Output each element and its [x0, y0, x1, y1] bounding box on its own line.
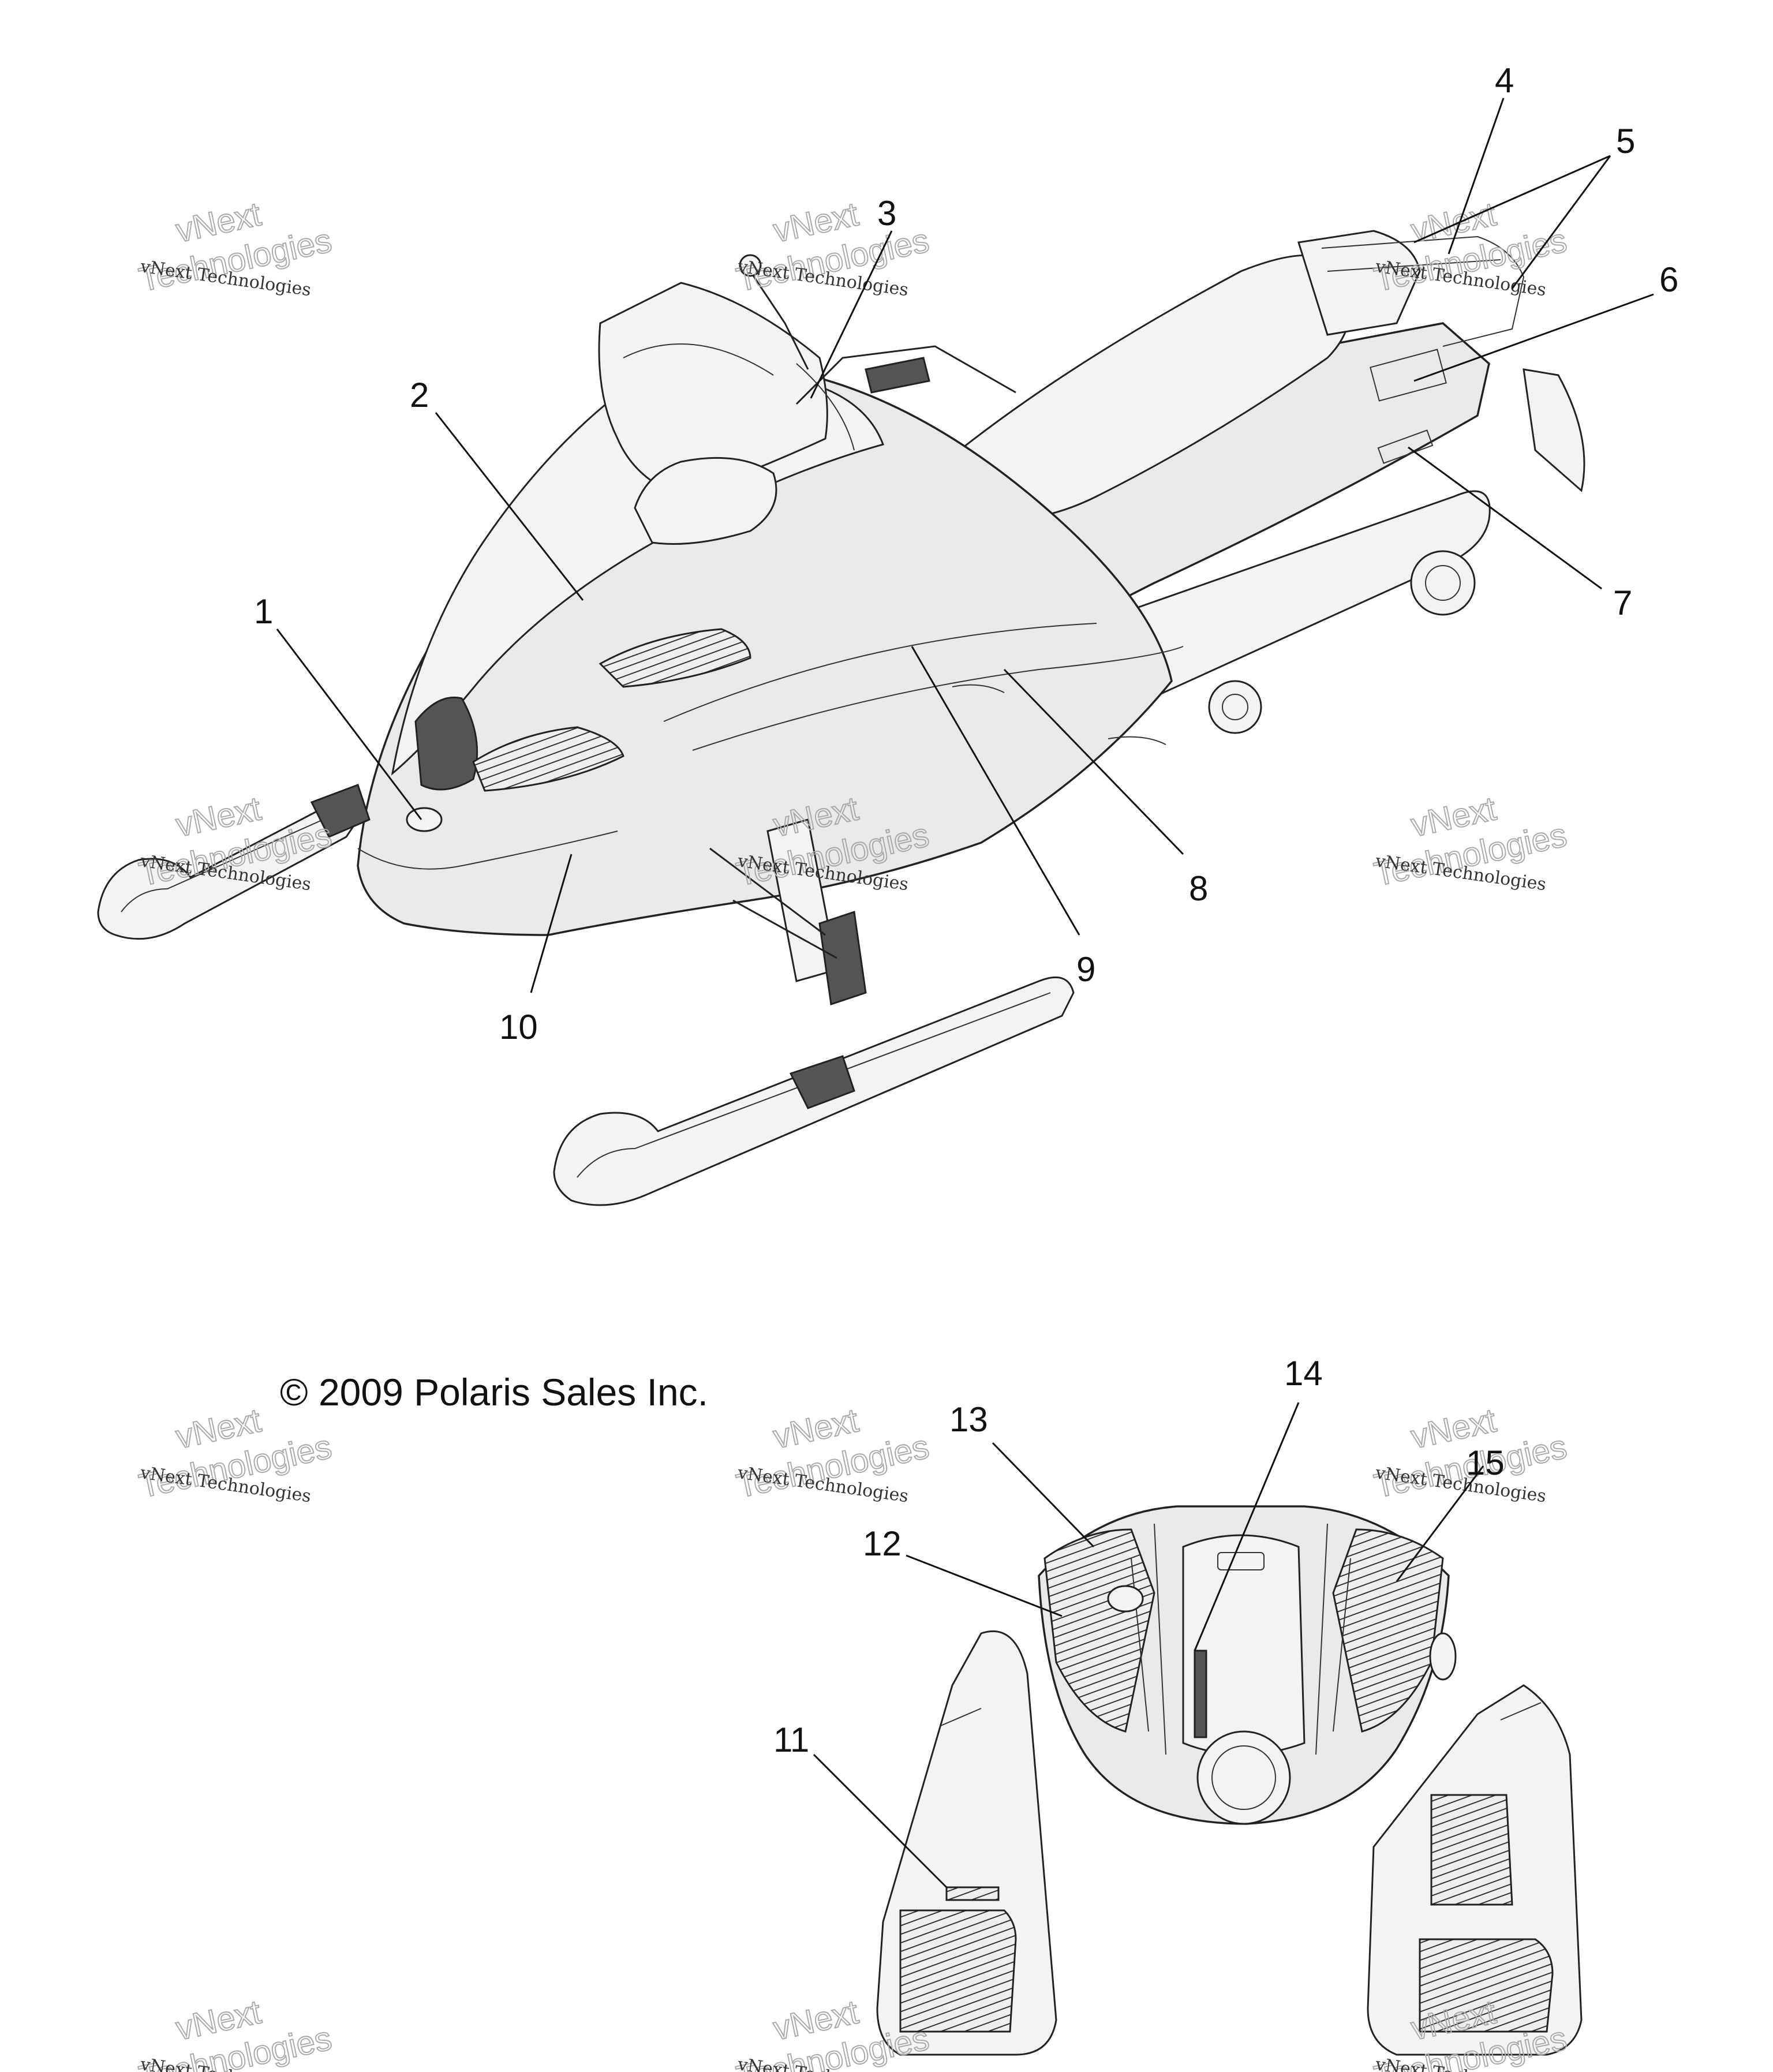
watermark: vNext Technologies vNext Technologies	[1370, 195, 1570, 300]
callout-1: 1	[254, 592, 273, 631]
leader-1	[276, 629, 422, 820]
leader-9	[911, 646, 1080, 936]
leader-3	[810, 230, 893, 399]
callout-10: 10	[499, 1008, 538, 1046]
leader-12	[906, 1554, 1063, 1617]
watermark: vNext Technologies vNext Technologies	[135, 1992, 335, 2072]
leader-14	[1194, 1402, 1300, 1651]
watermark: vNext Technologies vNext Technologies	[732, 1401, 933, 1506]
copyright-notice: © 2009 Polaris Sales Inc.	[280, 1371, 708, 1413]
callout-2: 2	[410, 376, 429, 414]
watermark: vNext Technologies vNext Technologies	[732, 789, 933, 895]
leader-6	[1413, 293, 1654, 382]
leader-5b	[1511, 155, 1611, 289]
watermark: vNext Technologies vNext Technologies	[135, 1401, 335, 1506]
watermark: vNext Technologies vNext Technologies	[1370, 1401, 1570, 1506]
watermark: vNext Technologies vNext Technologies	[732, 195, 933, 300]
callout-12: 12	[863, 1524, 902, 1563]
callout-9: 9	[1076, 950, 1095, 989]
callout-6: 6	[1659, 260, 1678, 299]
watermark: vNext Technologies vNext Technologies	[135, 789, 335, 895]
callout-numbers: 1 2 3 4 5 6 7 8 9 10 11 12 13 14 15	[254, 61, 1678, 1759]
watermark: vNext Technologies vNext Technologies	[135, 195, 335, 300]
callout-14: 14	[1284, 1354, 1323, 1393]
callout-4: 4	[1495, 61, 1514, 100]
callout-5: 5	[1616, 122, 1635, 160]
callout-3: 3	[877, 194, 896, 233]
callout-15: 15	[1466, 1443, 1505, 1482]
snowmobile-illustration	[97, 230, 1585, 1206]
front-view-illustration	[876, 1505, 1583, 2056]
leader-8	[1003, 668, 1184, 855]
watermark: vNext Technologies vNext Technologies	[1370, 789, 1570, 895]
leader-11	[813, 1753, 948, 1888]
callout-8: 8	[1189, 869, 1208, 908]
leader-7	[1408, 446, 1602, 590]
leader-2	[435, 412, 584, 601]
leader-10	[530, 854, 573, 993]
watermarks: vNext Technologies vNext Technologies vN…	[135, 195, 1570, 2072]
callout-11: 11	[773, 1721, 809, 1759]
leader-lines	[276, 98, 1654, 1888]
callout-7: 7	[1613, 584, 1632, 622]
leader-4	[1447, 98, 1505, 255]
leader-13	[992, 1442, 1095, 1548]
leader-15	[1396, 1465, 1484, 1582]
callout-13: 13	[949, 1400, 988, 1439]
leader-5a	[1413, 155, 1611, 244]
